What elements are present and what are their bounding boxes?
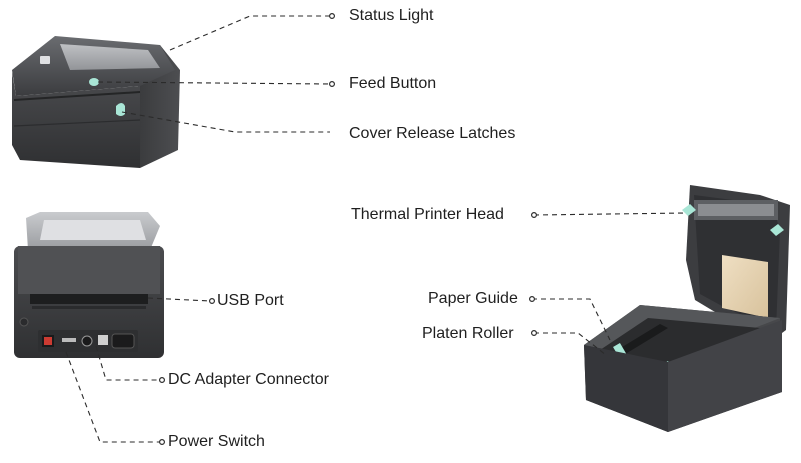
feed-button-icon [89, 78, 99, 86]
label-platen-roller: Platen Roller [422, 325, 514, 342]
label-paper-guide: Paper Guide [428, 290, 518, 307]
label-cover-release-latches: Cover Release Latches [349, 125, 516, 142]
dc-port-icon [81, 335, 93, 347]
label-status-light: Status Light [349, 7, 434, 24]
leader-dots [159, 13, 537, 446]
latch-icon [116, 103, 125, 116]
label-usb-port: USB Port [217, 292, 284, 309]
label-dc-adapter-connector: DC Adapter Connector [168, 371, 329, 388]
usb-port-icon [98, 335, 108, 345]
label-power-switch: Power Switch [168, 433, 265, 450]
status-light-icon [40, 56, 50, 64]
leader-lines [65, 15, 687, 443]
label-feed-button: Feed Button [349, 75, 437, 92]
label-thermal-printer-head: Thermal Printer Head [351, 206, 504, 223]
printer-open-view [584, 185, 790, 432]
printer-back-view [14, 212, 164, 358]
printer-front-view [12, 36, 180, 168]
